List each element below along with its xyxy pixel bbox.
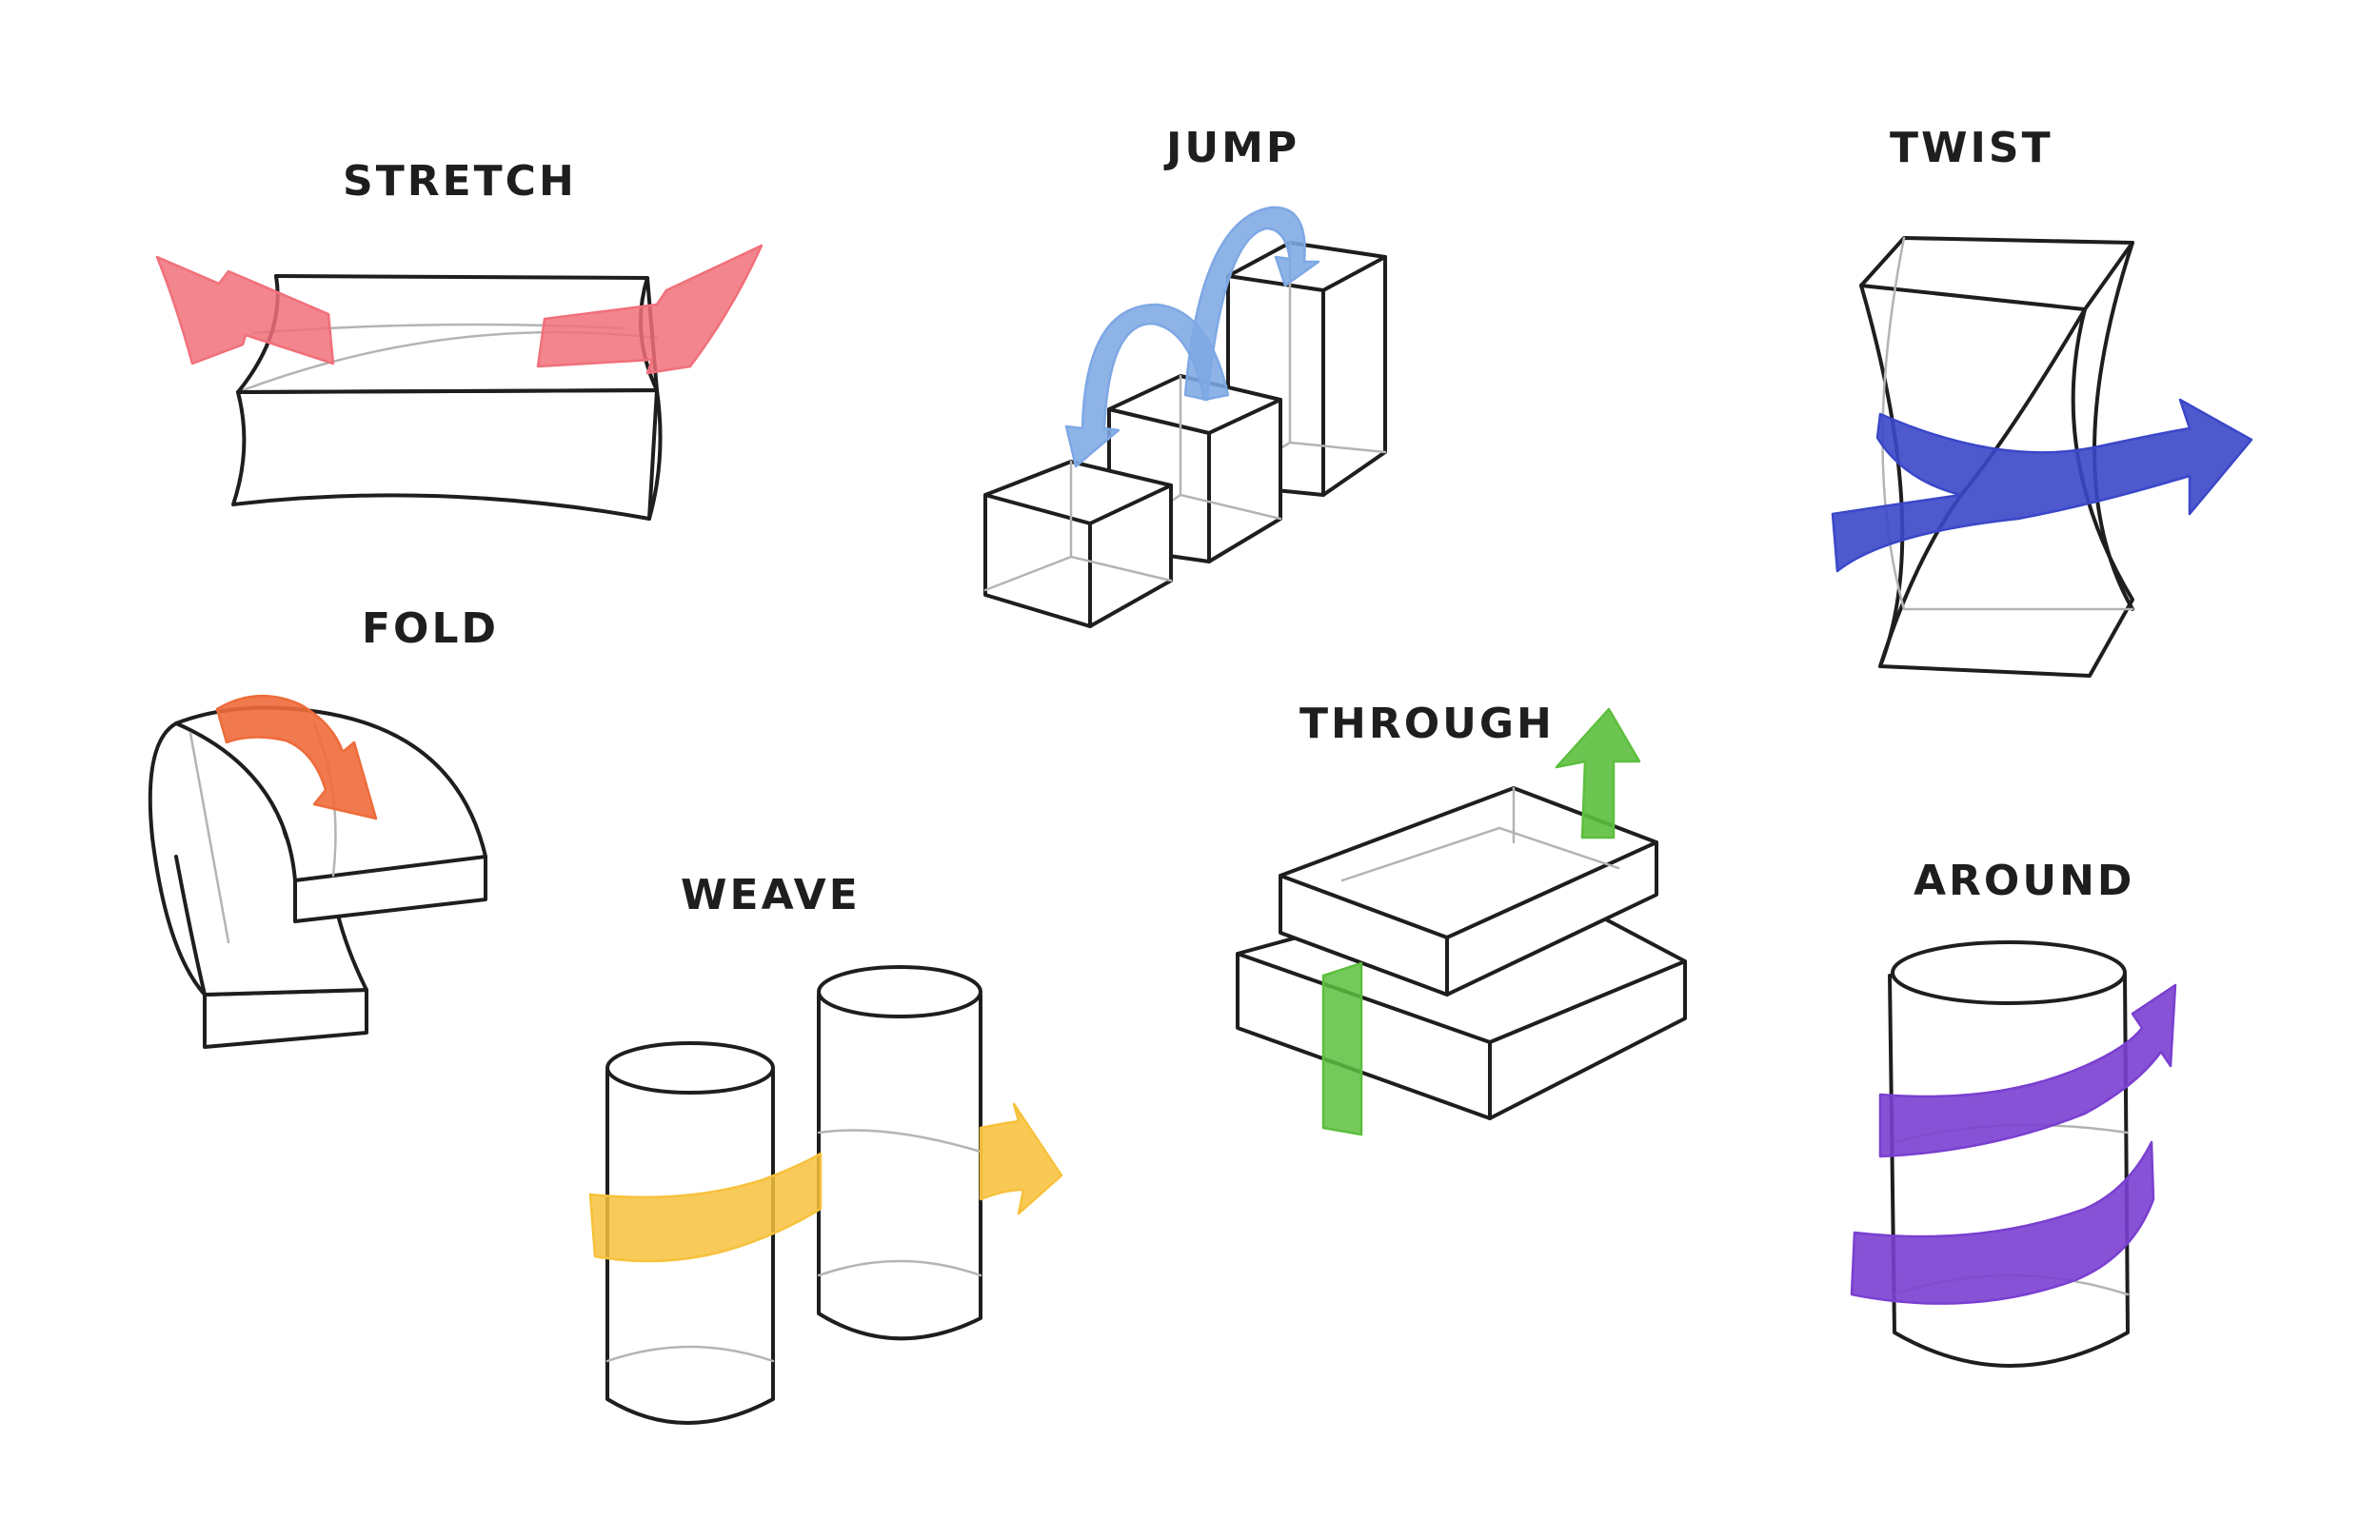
through-label: THROUGH: [1299, 700, 1555, 748]
twist-illustration: TWIST: [1831, 124, 2253, 678]
jump-small-box: [983, 460, 1173, 628]
weave-label: WEAVE: [681, 871, 861, 919]
around-label: AROUND: [1914, 857, 2134, 905]
jump-label: JUMP: [1163, 124, 1299, 172]
fold-label: FOLD: [362, 604, 499, 653]
around-illustration: AROUND: [1850, 857, 2177, 1368]
through-illustration: THROUGH: [1236, 700, 1687, 1136]
around-arrow-lower: [1850, 1140, 2155, 1305]
around-arrow-upper: [1878, 983, 2177, 1158]
jump-illustration: JUMP: [983, 124, 1387, 628]
fold-illustration: FOLD: [148, 604, 499, 1049]
stretch-box-front: [231, 388, 659, 521]
weave-arrow-head: [979, 1102, 1063, 1215]
fold-bottom-flap: [203, 988, 368, 1049]
through-arrow-upper: [1555, 707, 1641, 839]
fold-arrow: [215, 694, 378, 820]
stretch-arrow-left: [155, 255, 335, 365]
jump-arrow-high: [1183, 206, 1320, 402]
stretch-label: STRETCH: [343, 157, 577, 206]
stretch-illustration: STRETCH: [155, 157, 764, 521]
weave-band: [588, 1152, 823, 1263]
through-arrow-lower: [1321, 961, 1363, 1136]
jump-arrow-low: [1064, 303, 1230, 468]
twist-label: TWIST: [1890, 124, 2053, 172]
around-cylinder: [1888, 974, 2130, 1368]
twist-arrow: [1831, 398, 2253, 573]
weave-illustration: WEAVE: [588, 871, 1063, 1425]
weave-cylinder-right: [817, 993, 982, 1341]
stretch-arrow-right: [536, 244, 764, 375]
